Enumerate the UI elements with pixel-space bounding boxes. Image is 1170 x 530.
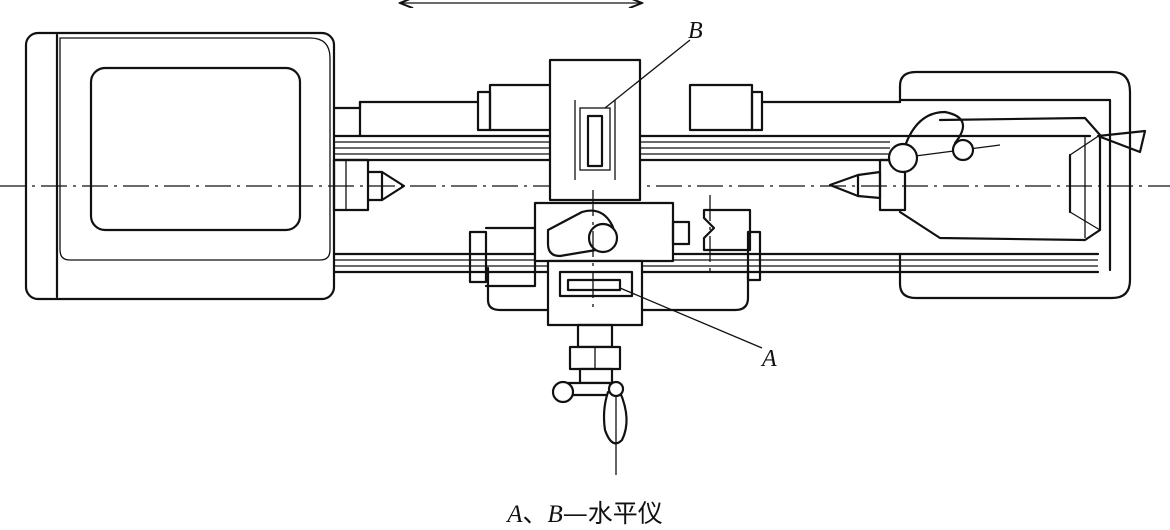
tool-rest — [533, 190, 763, 349]
label-a: A — [760, 346, 777, 372]
label-b: B — [688, 18, 703, 44]
bed-guideways — [332, 134, 1100, 274]
caption-b: B — [547, 501, 563, 528]
figure-caption: A、B—水平仪 — [0, 494, 1170, 530]
headstock — [24, 31, 336, 301]
caption-dash: — — [562, 499, 588, 528]
caption-separator: 、 — [522, 499, 548, 528]
caption-text: 水平仪 — [587, 499, 663, 528]
carriage — [548, 39, 691, 202]
tailstock — [828, 70, 1147, 300]
cross-feed-handle — [551, 323, 628, 475]
caption-a: A — [507, 501, 523, 528]
level-a — [566, 278, 622, 292]
level-b — [586, 114, 604, 168]
headstock-center — [332, 158, 406, 212]
